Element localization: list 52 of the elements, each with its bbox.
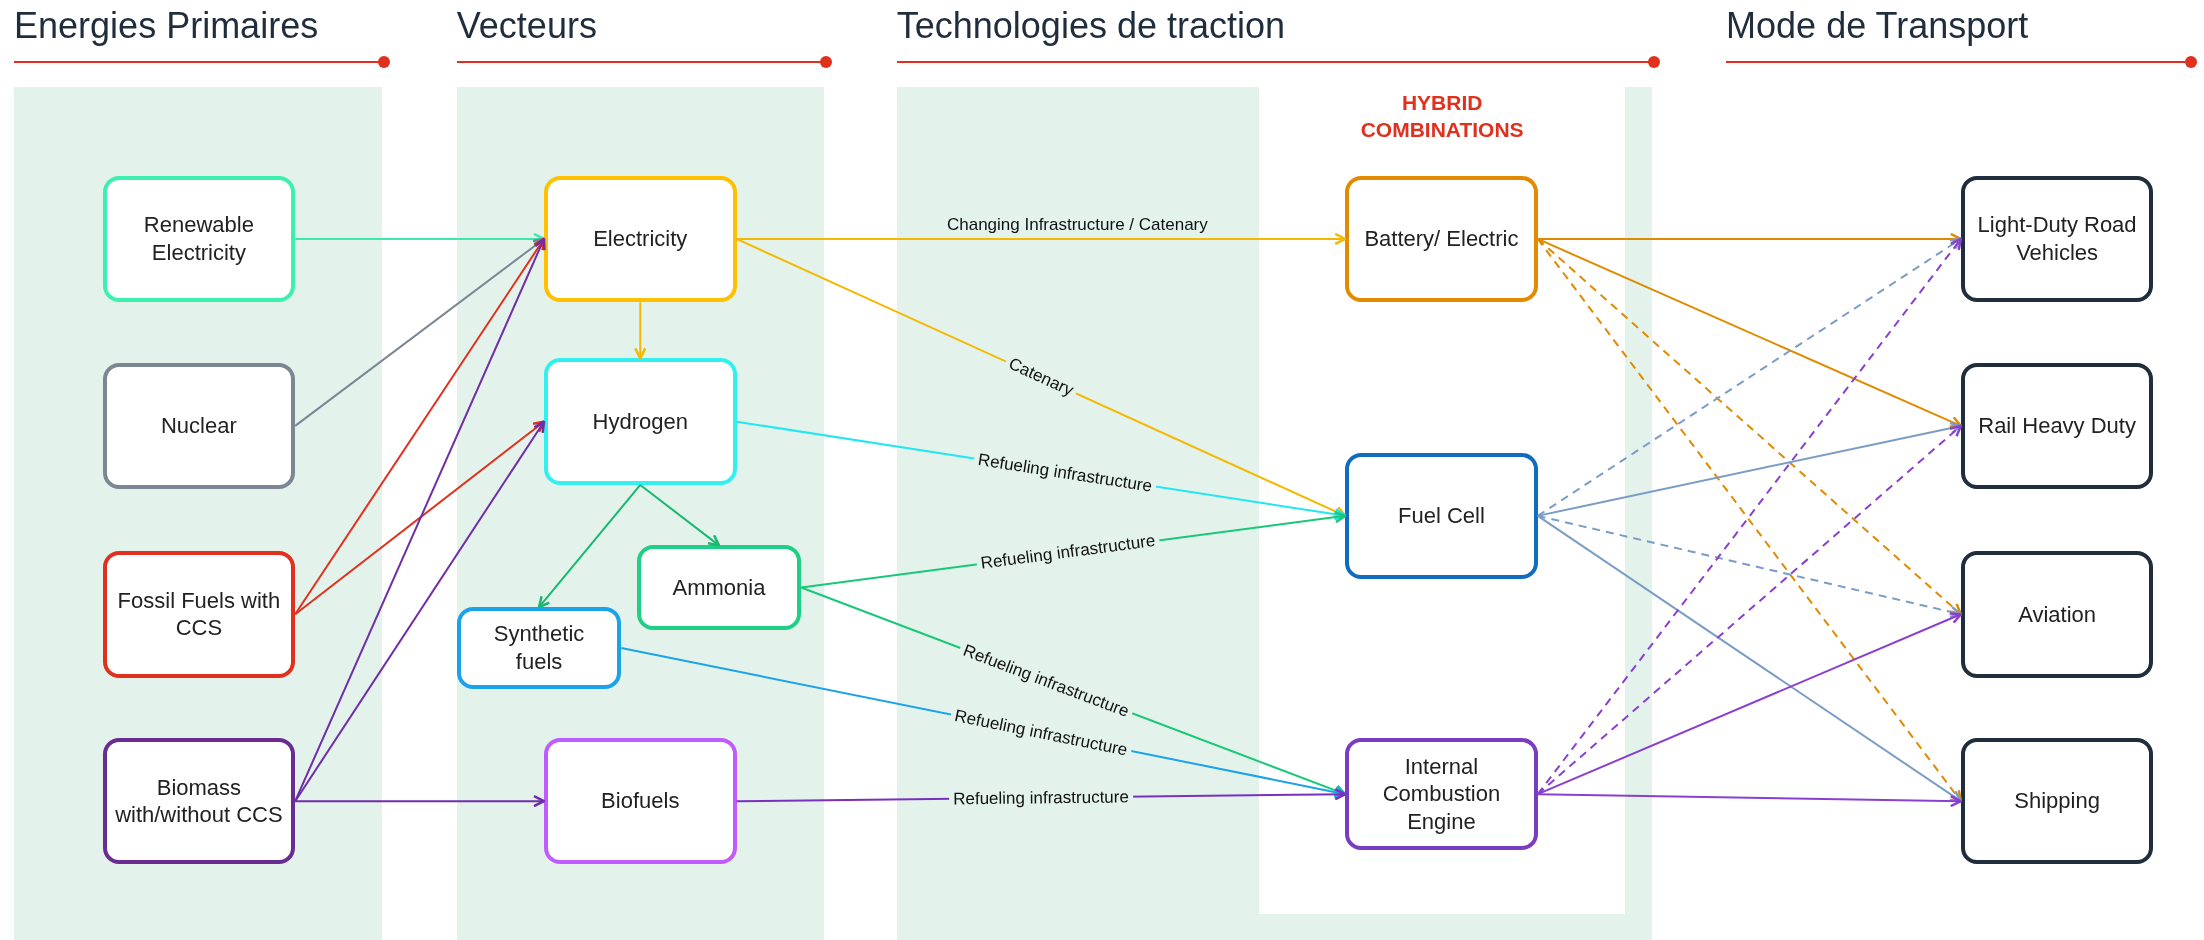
connector-arrow <box>294 232 546 246</box>
connector-arrow <box>1536 793 1963 808</box>
node-text: Biofuels <box>601 787 680 815</box>
process-box <box>1345 175 1538 303</box>
connector-arrow <box>639 483 721 547</box>
connector-arrow <box>1536 514 1963 803</box>
connector-arrow <box>634 301 647 360</box>
node-text: Battery/ Electric <box>1364 225 1519 253</box>
node-text: Ammonia <box>672 573 766 602</box>
column-heading: Energies Primaires <box>14 8 319 45</box>
node-text: Synthetic fuels <box>492 620 586 676</box>
node-text: Shipping <box>2014 787 2100 815</box>
connector-arrow <box>1536 232 1963 246</box>
connector-arrow <box>1536 514 1963 619</box>
group-panel <box>1259 84 1625 914</box>
process-box <box>102 737 296 865</box>
column-heading: Mode de Transport <box>1726 8 2029 45</box>
process-box <box>1345 452 1538 580</box>
connector-arrow <box>735 237 1347 518</box>
process-box <box>543 358 737 485</box>
process-box <box>102 175 296 303</box>
process-box <box>1960 175 2154 303</box>
node-text: Light-Duty Road Vehicles <box>1976 211 2138 267</box>
process-box <box>102 362 296 490</box>
node-text: Internal Combustion Engine <box>1381 752 1502 836</box>
process-box <box>1960 362 2154 490</box>
connector-arrow <box>537 483 642 609</box>
column-heading: Vecteurs <box>456 8 597 45</box>
connector-arrow <box>294 237 546 616</box>
node-text: Fossil Fuels with CCS <box>116 586 282 642</box>
node-text: Biomass with/without CCS <box>114 773 284 829</box>
connector-arrow <box>294 794 546 808</box>
node-text: Renewable Electricity <box>142 211 255 267</box>
node-text: Aviation <box>2018 600 2097 628</box>
process-box <box>636 545 802 630</box>
process-box <box>102 551 296 678</box>
node-text: Rail Heavy Duty <box>1978 412 2136 440</box>
process-box <box>1960 551 2154 678</box>
node-text: Nuclear <box>161 412 237 440</box>
process-box <box>543 737 737 865</box>
column-heading: Technologies de traction <box>896 8 1285 45</box>
node-text: Fuel Cell <box>1398 502 1485 530</box>
process-box <box>1345 737 1538 851</box>
process-box <box>456 607 622 689</box>
panel-heading: HYBRID COMBINATIONS <box>1359 90 1525 143</box>
connector-arrow <box>1536 421 1963 517</box>
node-text: Hydrogen <box>592 407 688 436</box>
connector-arrow <box>294 420 546 803</box>
connector-arrow <box>735 232 1347 246</box>
node-text: Electricity <box>593 225 688 253</box>
process-box <box>1960 737 2154 865</box>
process-box <box>543 175 737 303</box>
